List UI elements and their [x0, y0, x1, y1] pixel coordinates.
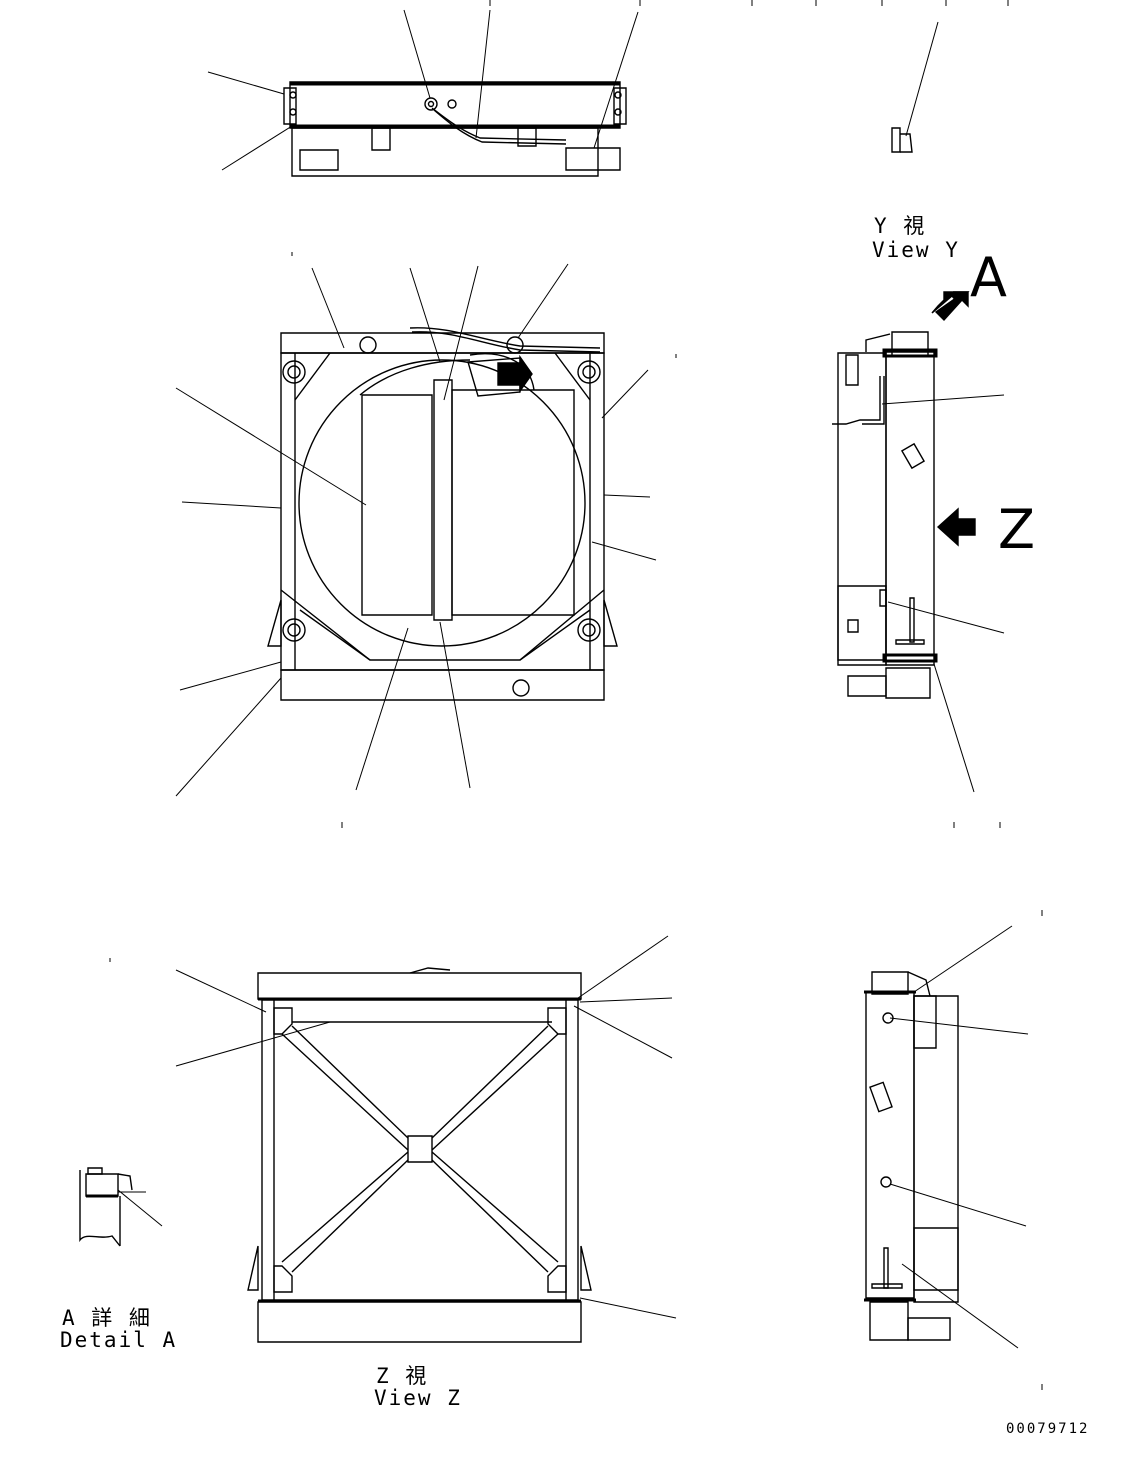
detail-a-subtitle: Detail A [60, 1328, 178, 1352]
top-plan-view [208, 0, 1008, 176]
view-y-part [892, 22, 938, 152]
side-view-lower [864, 910, 1042, 1390]
detail-a-title: A 詳 細 [62, 1306, 152, 1330]
front-main-view [176, 252, 676, 828]
view-y-title: Y 視 [874, 214, 927, 238]
view-z [110, 936, 676, 1342]
side-view-right [832, 292, 1004, 828]
view-z-title: Z 視 [376, 1364, 429, 1388]
view-z-subtitle: View Z [374, 1386, 462, 1410]
arrow-a-label: A [970, 246, 1007, 309]
detail-a [80, 1168, 162, 1246]
drawing-number: 00079712 [1006, 1421, 1090, 1437]
arrow-z-label: Z [998, 498, 1035, 561]
view-y-subtitle: View Y [872, 238, 960, 262]
